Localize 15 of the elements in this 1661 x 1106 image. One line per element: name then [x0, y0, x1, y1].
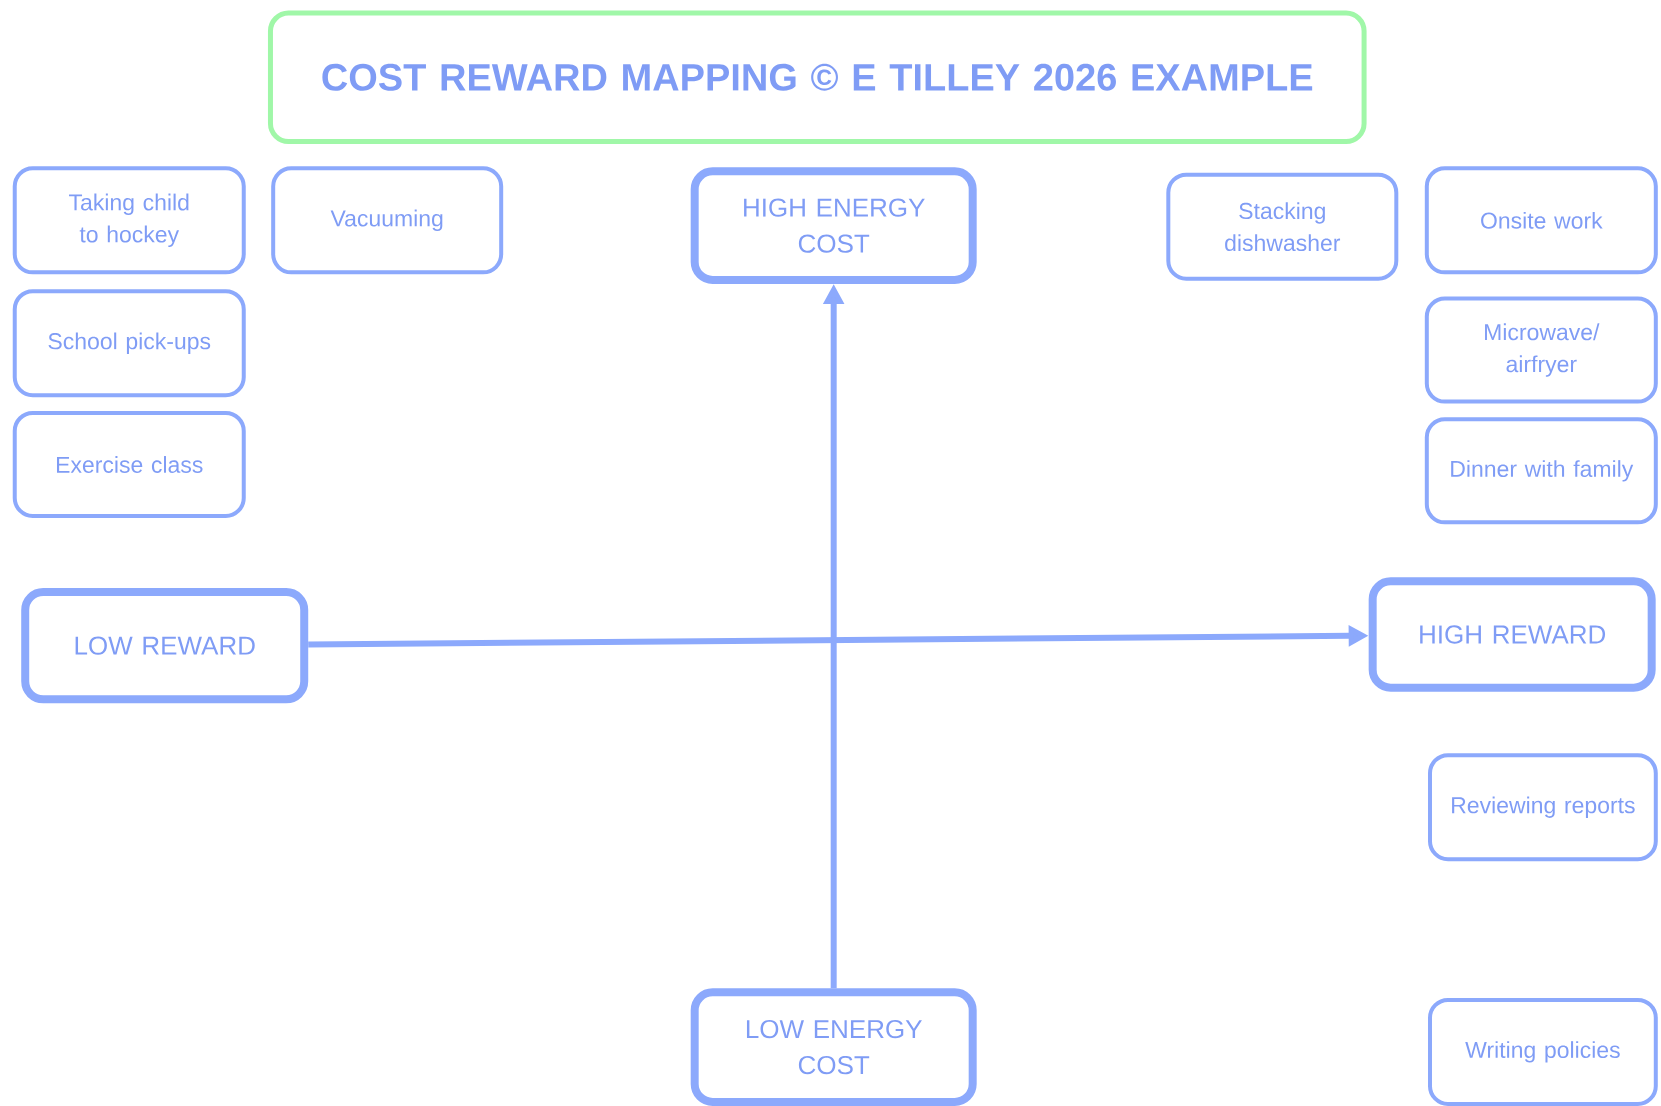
- task-box: Reviewing reports: [1428, 753, 1658, 862]
- task-box: Stacking dishwasher: [1166, 172, 1399, 281]
- axis-label-box: HIGH ENERGY COST: [690, 167, 977, 284]
- axis-label-box: HIGH REWARD: [1368, 577, 1656, 692]
- axis-label-box: LOW REWARD: [21, 587, 309, 704]
- task-box: School pick-ups: [12, 289, 246, 398]
- task-box: Vacuuming: [271, 166, 504, 275]
- task-box: Exercise class: [12, 411, 246, 518]
- task-box: Onsite work: [1424, 166, 1658, 275]
- task-box: Writing policies: [1428, 997, 1658, 1106]
- task-box: Microwave/ airfryer: [1424, 296, 1658, 404]
- title-box: COST REWARD MAPPING © E TILLEY 2026 EXAMPLE: [267, 10, 1367, 144]
- axis-label-box: LOW ENERGY COST: [690, 988, 977, 1106]
- task-box: Taking child to hockey: [12, 166, 246, 275]
- task-box: Dinner with family: [1424, 417, 1658, 525]
